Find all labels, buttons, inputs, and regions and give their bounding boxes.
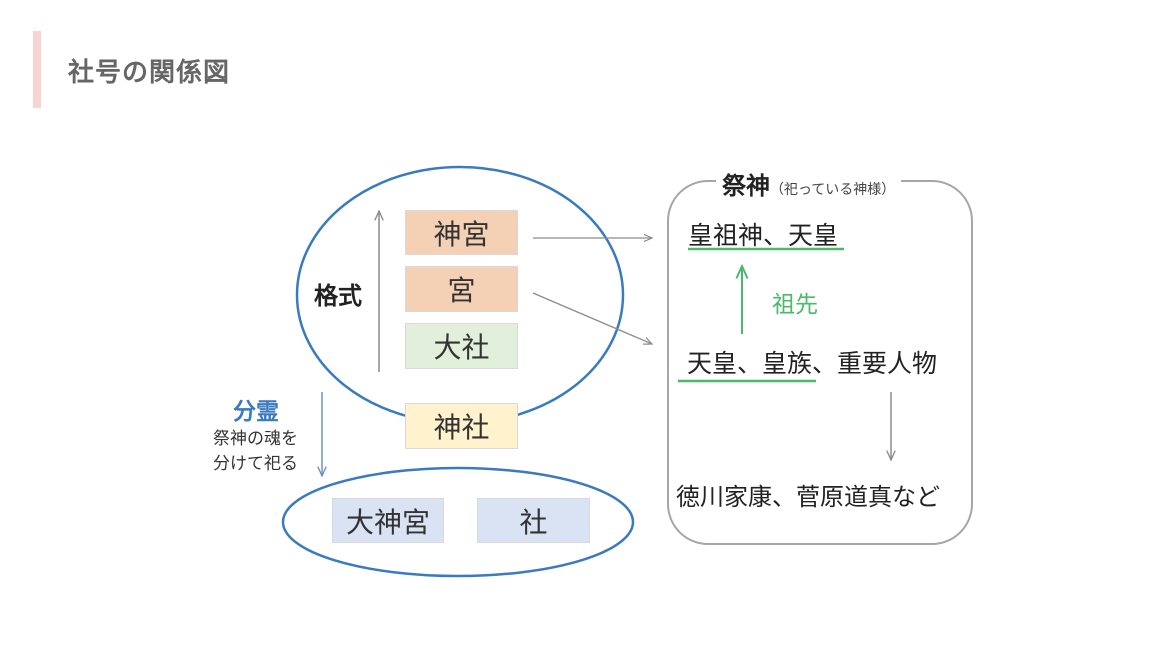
page-title: 社号の関係図	[68, 58, 231, 88]
box-jinja: 神社	[405, 403, 518, 449]
box-daijingu: 大神宮	[332, 498, 444, 543]
box-sha: 社	[477, 498, 590, 543]
ancestor-label: 祖先	[772, 292, 818, 318]
deity-title: 祭神	[722, 172, 770, 200]
gu-to-deity-arrow	[532, 292, 652, 344]
deity-row1: 皇祖神、天皇	[688, 221, 839, 250]
bunrei-label: 分霊	[233, 399, 279, 425]
deity-subtitle: （祀っている神様）	[770, 182, 896, 198]
bunrei-desc-line2: 分けて祀る	[213, 454, 298, 474]
deity-row3: 徳川家康、菅原道真など	[676, 483, 940, 511]
bunrei-desc-line1: 祭神の魂を	[213, 429, 298, 449]
rank-label: 格式	[314, 282, 362, 310]
deity-heading: 祭神（祀っている神様）	[716, 166, 902, 201]
title-accent-bar	[33, 31, 41, 108]
lower-ellipse	[281, 466, 635, 578]
box-gu: 宮	[405, 266, 518, 312]
deity-row2: 天皇、皇族、重要人物	[687, 349, 938, 378]
box-jingu: 神宮	[405, 210, 518, 255]
box-taisha: 大社	[405, 323, 518, 369]
bunrei-description: 祭神の魂を 分けて祀る	[213, 427, 298, 477]
